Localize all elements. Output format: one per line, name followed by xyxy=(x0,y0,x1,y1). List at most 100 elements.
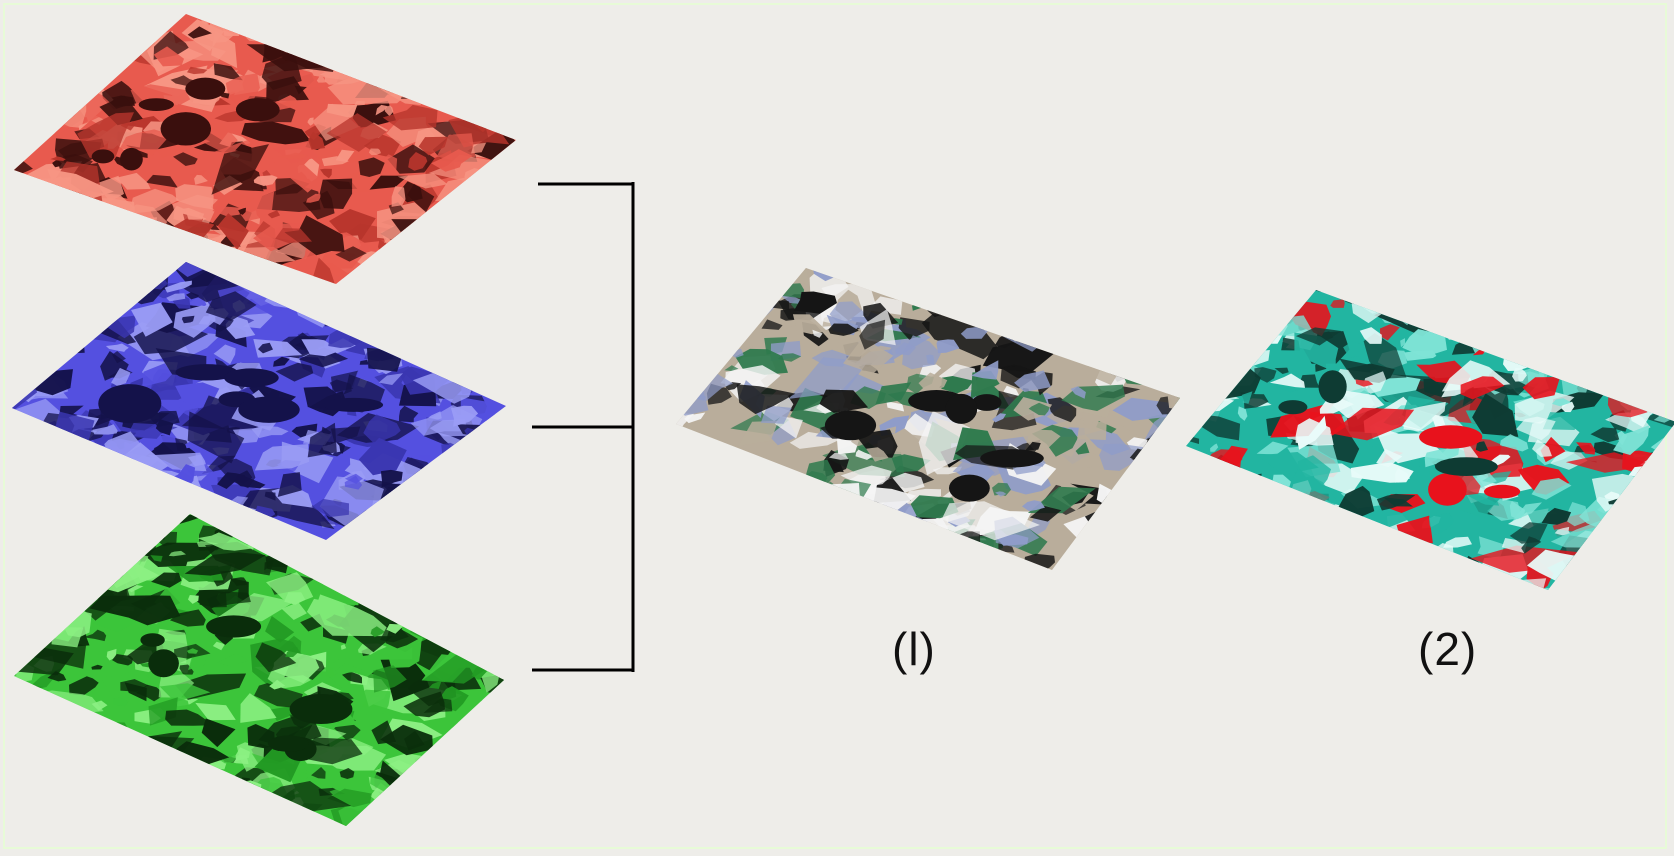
texture-patch xyxy=(31,628,54,644)
texture-patch xyxy=(481,698,507,708)
dark-region xyxy=(825,410,876,440)
dark-region xyxy=(268,736,309,752)
texture-patch xyxy=(43,89,87,128)
texture-patch xyxy=(153,531,178,546)
texture-patch xyxy=(260,539,288,555)
texture-patch xyxy=(1377,529,1392,542)
red-band-layer xyxy=(0,0,519,299)
texture-patch xyxy=(242,778,250,789)
texture-patch xyxy=(1512,578,1546,598)
dark-region xyxy=(224,368,279,387)
texture-patch xyxy=(786,261,809,285)
texture-patch xyxy=(1023,554,1055,574)
texture-patch xyxy=(655,387,689,414)
texture-patch xyxy=(141,272,168,289)
texture-patch xyxy=(338,803,371,846)
texture-patch xyxy=(502,673,521,690)
dark-region xyxy=(185,78,225,100)
texture-patch xyxy=(464,428,478,435)
dark-region xyxy=(92,149,115,163)
dark-region xyxy=(148,649,179,677)
dark-region xyxy=(206,615,261,637)
dark-region xyxy=(324,398,383,412)
false-color-composite xyxy=(1182,269,1674,608)
combine-bracket xyxy=(532,182,634,672)
texture-patch xyxy=(409,227,430,245)
dark-region xyxy=(238,397,299,423)
texture-patch xyxy=(246,33,274,42)
texture-patch xyxy=(1290,269,1333,292)
texture-patch xyxy=(469,713,479,721)
texture-patch xyxy=(898,517,923,526)
texture-patch xyxy=(420,764,426,769)
dark-region xyxy=(945,394,977,424)
texture-patch xyxy=(132,217,157,232)
texture-patch xyxy=(0,666,16,676)
texture-patch xyxy=(507,407,518,417)
texture-patch xyxy=(1445,322,1467,340)
texture-patch xyxy=(414,756,447,787)
green-band-layer xyxy=(0,514,554,846)
texture-patch xyxy=(1249,474,1262,486)
texture-patch xyxy=(354,519,375,533)
texture-patch xyxy=(325,310,354,327)
texture-patch xyxy=(1122,361,1156,386)
texture-patch xyxy=(481,659,492,668)
texture-patch xyxy=(461,719,487,734)
texture-patch xyxy=(1518,356,1525,361)
texture-patch xyxy=(0,158,15,191)
blue-band-layer xyxy=(0,235,518,540)
texture-patch xyxy=(229,526,242,534)
texture-patch xyxy=(502,669,519,681)
texture-patch xyxy=(1021,331,1031,342)
texture-patch xyxy=(64,339,86,354)
texture-patch xyxy=(361,813,392,830)
texture-patch xyxy=(98,282,149,301)
texture-patch xyxy=(0,392,6,428)
texture-patch xyxy=(768,283,782,288)
texture-patch xyxy=(441,443,467,460)
texture-patch xyxy=(495,166,508,178)
texture-patch xyxy=(148,528,166,540)
texture-patch xyxy=(958,536,994,569)
texture-patch xyxy=(1431,317,1451,334)
dark-region xyxy=(1484,485,1520,499)
texture-patch xyxy=(731,316,754,333)
texture-patch xyxy=(1608,388,1648,417)
texture-patch xyxy=(137,467,160,478)
texture-patch xyxy=(1296,277,1320,287)
texture-patch xyxy=(169,0,186,10)
dark-region xyxy=(120,148,143,171)
texture-patch xyxy=(1644,474,1653,478)
dark-region xyxy=(290,694,353,724)
texture-patch xyxy=(113,534,142,553)
dark-region xyxy=(140,633,164,647)
texture-patch xyxy=(1537,588,1576,608)
texture-patch xyxy=(391,219,452,242)
dark-region xyxy=(1435,457,1498,476)
texture-patch xyxy=(798,480,809,488)
texture-patch xyxy=(223,25,242,36)
texture-patch xyxy=(1131,453,1175,467)
texture-patch xyxy=(1444,328,1466,340)
texture-patch xyxy=(823,483,860,512)
texture-patch xyxy=(241,28,265,37)
dark-region xyxy=(1428,473,1467,506)
true-color-composite xyxy=(644,261,1228,574)
texture-patch xyxy=(1590,536,1619,557)
texture-patch xyxy=(425,93,447,107)
texture-patch xyxy=(884,284,905,296)
texture-patch xyxy=(184,2,212,14)
texture-patch xyxy=(347,62,368,77)
texture-patch xyxy=(1587,377,1610,390)
layer-green-texture xyxy=(0,515,554,847)
texture-patch xyxy=(663,379,708,415)
texture-patch xyxy=(401,90,419,99)
texture-patch xyxy=(133,43,150,49)
dark-region xyxy=(1319,370,1347,403)
texture-patch xyxy=(339,319,356,330)
texture-patch xyxy=(470,181,495,197)
texture-patch xyxy=(1568,566,1587,593)
